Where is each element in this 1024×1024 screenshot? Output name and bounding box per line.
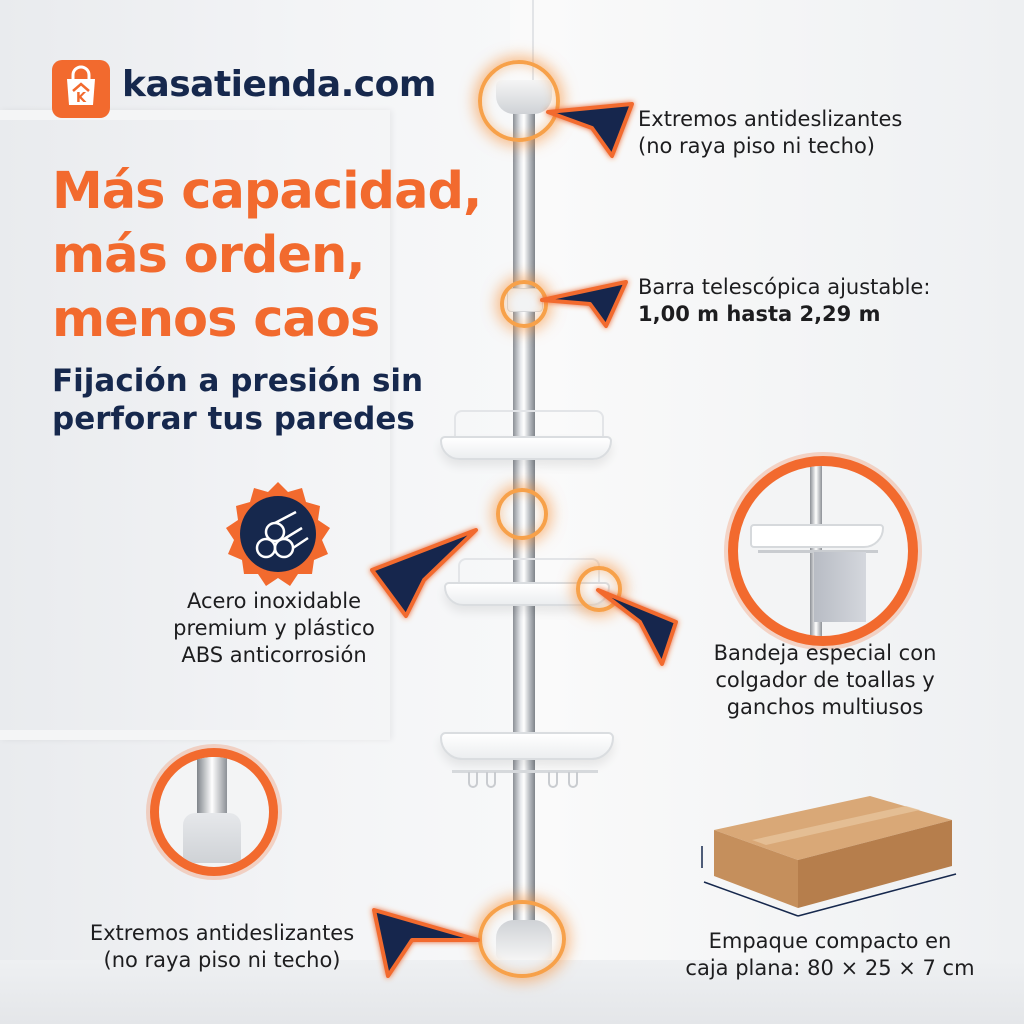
- callout-special-tray-line-1: Bandeja especial con: [713, 641, 937, 665]
- callout-packaging-line-1: Empaque compacto en: [708, 929, 952, 953]
- inset-bottom-cap: [150, 748, 278, 876]
- headline-line-2: más orden,: [52, 226, 366, 285]
- brand-name: kasatienda.com: [122, 64, 436, 105]
- callout-packaging: Empaque compacto en caja plana: 80 × 25 …: [680, 928, 980, 982]
- callout-special-tray-line-2: colgador de toallas y: [715, 668, 935, 692]
- cardboard-box-icon: [701, 796, 957, 917]
- hook: [486, 772, 496, 788]
- headline-line-1: Más capacidad,: [52, 162, 482, 221]
- subheadline: Fijación a presión sin perforar tus pare…: [52, 362, 472, 438]
- highlight-pole-material: [496, 488, 548, 540]
- callout-special-tray-line-3: ganchos multiusos: [726, 695, 924, 719]
- callout-bottom-ends-line-1: Extremos antideslizantes: [89, 921, 355, 945]
- subheadline-line-1: Fijación a presión sin: [52, 363, 424, 399]
- callout-telescopic-range: 1,00 m hasta 2,29 m: [638, 302, 881, 326]
- subheadline-line-2: perforar tus paredes: [52, 401, 415, 437]
- hook: [468, 772, 478, 788]
- callout-special-tray: Bandeja especial con colgador de toallas…: [690, 640, 960, 721]
- arrow-bottom-ends: [372, 908, 480, 978]
- callout-top-ends-line-2: (no raya piso ni techo): [638, 134, 875, 158]
- callout-material-line-3: ABS anticorrosión: [181, 643, 367, 667]
- shelf-1-rail: [454, 410, 604, 442]
- highlight-top-cap: [478, 60, 560, 142]
- callout-telescopic-line-1: Barra telescópica ajustable:: [638, 275, 931, 299]
- headline-line-3: menos caos: [52, 290, 380, 349]
- callout-top-ends-line-1: Extremos antideslizantes: [638, 107, 903, 131]
- svg-text:K: K: [76, 91, 87, 106]
- headline: Más capacidad, más orden, menos caos: [52, 160, 522, 352]
- inset-towel: [814, 552, 866, 622]
- shelf-3: [440, 732, 614, 760]
- callout-bottom-ends-line-2: (no raya piso ni techo): [103, 948, 341, 972]
- highlight-joint: [500, 280, 548, 328]
- shelf-3-towel-bar: [452, 770, 598, 773]
- callout-telescopic: Barra telescópica ajustable: 1,00 m hast…: [638, 274, 1008, 328]
- highlight-bottom-cap: [478, 900, 566, 978]
- background-window: [0, 110, 390, 740]
- callout-bottom-ends: Extremos antideslizantes (no raya piso n…: [62, 920, 382, 974]
- callout-material: Acero inoxidable premium y plástico ABS …: [140, 588, 408, 669]
- inset-end-cap: [183, 813, 241, 863]
- inset-pole: [197, 757, 227, 817]
- steel-tubes-icon: [226, 482, 330, 586]
- shopping-bag-k-icon: K: [59, 65, 103, 113]
- inset-towel-bar: [758, 550, 878, 553]
- inset-special-tray: [728, 456, 918, 646]
- arrow-top-ends: [546, 102, 634, 158]
- arrow-special-tray: [596, 588, 678, 666]
- arrow-material: [370, 528, 478, 618]
- hook: [548, 772, 558, 788]
- arrow-telescopic: [540, 280, 628, 328]
- callout-material-line-2: premium y plástico: [173, 616, 375, 640]
- inset-tray: [750, 524, 884, 548]
- highlight-shelf-corner: [576, 566, 622, 612]
- callout-top-ends: Extremos antideslizantes (no raya piso n…: [638, 106, 998, 160]
- callout-material-line-1: Acero inoxidable: [186, 589, 362, 613]
- callout-packaging-line-2: caja plana: 80 × 25 × 7 cm: [685, 956, 975, 980]
- hook: [568, 772, 578, 788]
- brand-logo: K: [52, 60, 110, 118]
- shelf-1: [440, 436, 612, 460]
